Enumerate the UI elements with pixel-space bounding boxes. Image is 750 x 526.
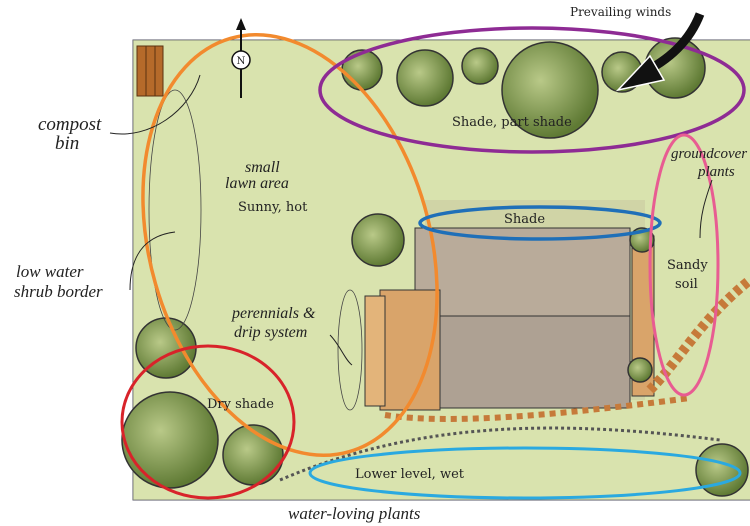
label-prevailing-winds: Prevailing winds xyxy=(570,5,671,19)
label-sunny-hot: Sunny, hot xyxy=(238,200,308,215)
note-compost-2: bin xyxy=(55,133,79,154)
zone-lower-level-wet xyxy=(308,446,742,500)
label-sandy: Sandy xyxy=(667,258,708,273)
note-shrub-1: low water xyxy=(16,262,84,281)
lower-border-path xyxy=(279,426,721,482)
note-groundcover-2: plants xyxy=(697,164,735,180)
note-compost-1: compost xyxy=(38,114,102,135)
label-dry-shade: Dry shade xyxy=(207,397,274,412)
label-shade: Shade xyxy=(504,212,545,227)
label-shade-part-shade: Shade, part shade xyxy=(452,115,572,130)
zone-sunny-hot xyxy=(141,33,439,457)
label-soil: soil xyxy=(675,277,698,292)
north-compass-icon: N xyxy=(231,18,251,98)
perennial-bed-outline xyxy=(337,289,363,411)
note-water-loving: water-loving plants xyxy=(288,504,421,523)
note-lawn-1: small xyxy=(245,159,280,176)
compost-bin xyxy=(136,45,164,97)
note-lawn-2: lawn area xyxy=(225,175,289,192)
zone-sandy-soil xyxy=(648,133,720,397)
zone-shade-part-shade xyxy=(318,26,746,154)
note-shrub-2: shrub border xyxy=(14,282,103,301)
trees xyxy=(121,37,749,497)
note-groundcover-1: groundcover xyxy=(671,146,747,162)
wind-arrow-icon xyxy=(615,12,705,92)
zone-dry-shade xyxy=(120,344,296,500)
label-lower-level-wet: Lower level, wet xyxy=(355,467,465,482)
zone-shade xyxy=(418,205,662,241)
note-perennials-1: perennials & xyxy=(231,305,316,322)
compass-letter: N xyxy=(237,56,246,67)
shrub-border-outline xyxy=(148,89,202,331)
house xyxy=(364,200,655,411)
note-perennials-2: drip system xyxy=(234,324,307,341)
leader-arrows xyxy=(109,74,713,366)
stepping-stone-path xyxy=(646,276,750,394)
